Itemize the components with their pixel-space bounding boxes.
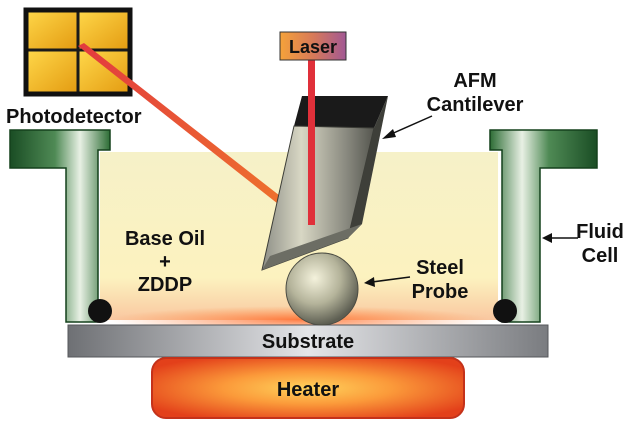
seal-o-ring-left xyxy=(88,299,112,323)
base-oil-label-line3: ZDDP xyxy=(138,274,192,296)
laser-source xyxy=(279,31,347,61)
steel-probe-label-line2: Probe xyxy=(412,281,469,303)
heater xyxy=(151,357,465,419)
afm-cantilever xyxy=(261,96,388,271)
incident-laser-beam xyxy=(308,60,315,225)
fluid-cell-right-wall xyxy=(489,129,598,323)
photodetector xyxy=(23,7,133,97)
cantilever-top-face xyxy=(294,96,388,128)
heater-label: Heater xyxy=(277,379,339,401)
substrate-label: Substrate xyxy=(262,331,354,353)
photodetector-quadrant-tl xyxy=(24,8,80,52)
photodetector-quadrant-tr xyxy=(76,8,132,52)
cantilever-bottom-edge xyxy=(262,224,362,270)
steel-probe-arrow xyxy=(364,276,411,287)
reflected-laser-beam xyxy=(78,43,316,226)
fluid-cell-label-line2: Cell xyxy=(582,245,619,267)
seal-o-ring-right xyxy=(493,299,517,323)
fluid-cell-label-line1: Fluid xyxy=(576,221,624,243)
fluid-cell-arrow xyxy=(542,233,578,243)
afm-cantilever-label-line2: Cantilever xyxy=(427,94,524,116)
fluid-cell-left-wall xyxy=(9,129,111,323)
laser-label: Laser xyxy=(289,37,337,57)
photodetector-label: Photodetector xyxy=(6,106,142,128)
base-oil-label-line1: Base Oil xyxy=(125,228,205,250)
steel-probe xyxy=(285,252,359,326)
base-oil-label-line2: + xyxy=(159,251,171,273)
photodetector-quadrant-bl xyxy=(24,48,80,96)
photodetector-quadrant-br xyxy=(76,48,132,96)
steel-probe-label-line1: Steel xyxy=(416,257,464,279)
afm-cantilever-arrow xyxy=(382,115,433,139)
photodetector-frame xyxy=(23,7,133,97)
afm-cantilever-label-line1: AFM xyxy=(453,70,496,92)
substrate xyxy=(67,324,549,358)
cantilever-side-face xyxy=(348,96,388,238)
